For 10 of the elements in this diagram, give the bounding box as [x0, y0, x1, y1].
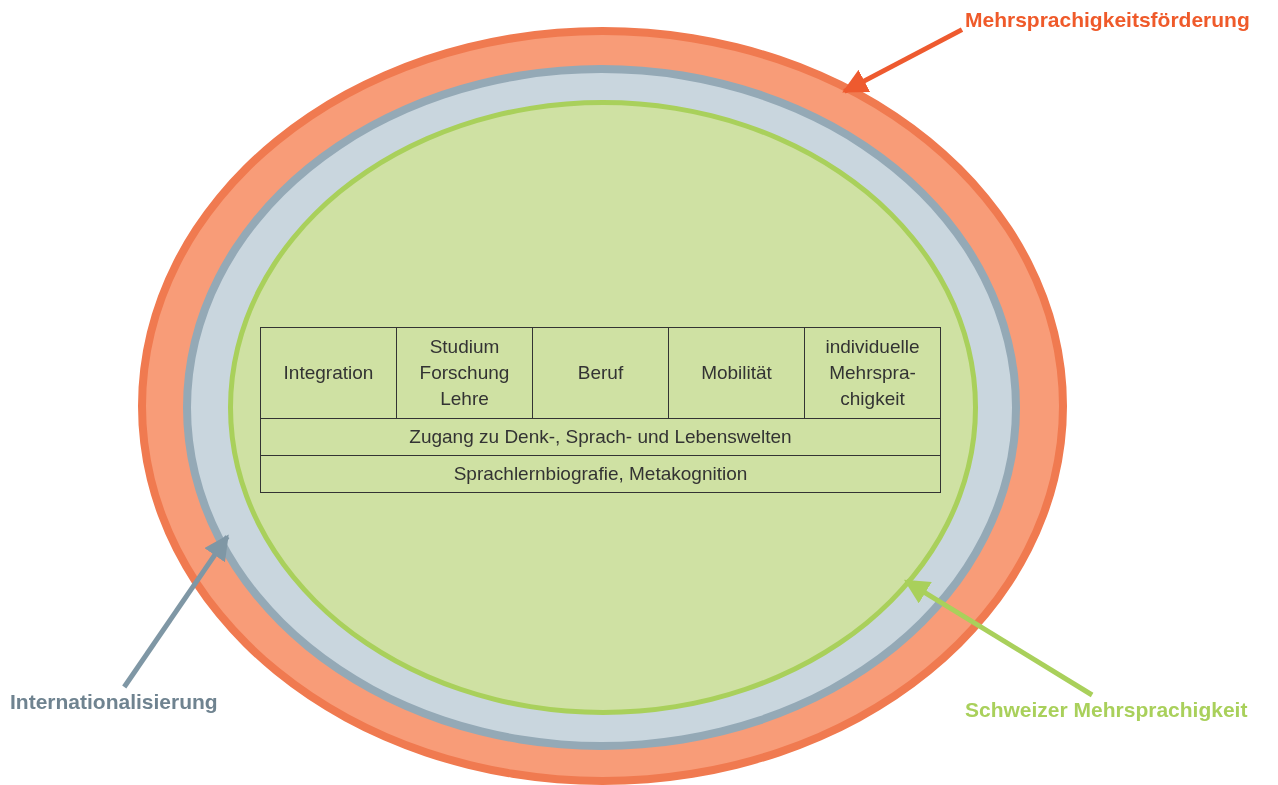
ring-label: Schweizer Mehrsprachigkeit	[965, 698, 1248, 722]
arrow	[903, 578, 1094, 698]
table-cell-text: individuelle Mehrspra- chigkeit	[804, 327, 941, 419]
ring-label: Mehrsprachigkeitsförderung	[965, 8, 1250, 32]
table-cell-text: Integration	[260, 327, 397, 419]
arrow	[842, 27, 964, 94]
table-cell-text: Sprachlernbiografie, Metakognition	[260, 455, 941, 493]
arrow	[122, 534, 230, 689]
table-cell-text: Zugang zu Denk-, Sprach- und Lebenswelten	[260, 418, 941, 456]
ring-label: Internationalisierung	[10, 690, 218, 714]
